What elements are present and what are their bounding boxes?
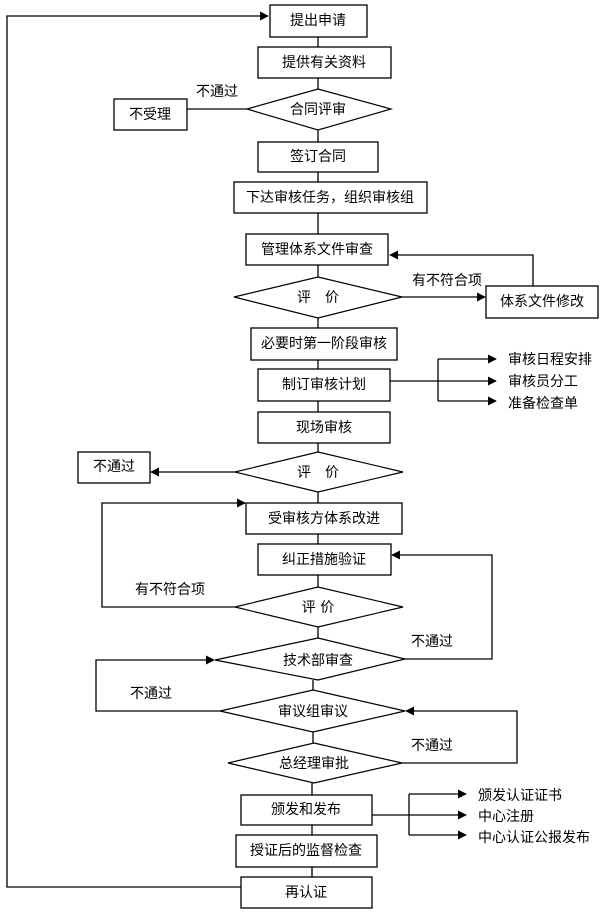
node-label: 颁发和发布 bbox=[271, 802, 341, 818]
node-audit-plan: 制订审核计划 bbox=[257, 368, 391, 402]
decision-contract-review: 合同评审 bbox=[244, 88, 394, 131]
committee-fail-loop-arrow bbox=[95, 655, 220, 712]
node-recertification: 再认证 bbox=[240, 876, 373, 909]
node-label: 下达审核任务，组织审核组 bbox=[246, 190, 414, 206]
plan-output-label: 审核日程安排 bbox=[508, 352, 592, 368]
publish-output-label: 颁发认证证书 bbox=[478, 788, 562, 804]
node-sign-contract: 签订合同 bbox=[257, 141, 379, 173]
node-submit-application: 提出申请 bbox=[269, 4, 368, 38]
decision-label: 评 价 bbox=[302, 600, 334, 616]
decision-label: 技术部审查 bbox=[283, 653, 353, 669]
decision-label: 审议组审议 bbox=[278, 704, 348, 720]
node-label: 受审核方体系改进 bbox=[268, 511, 380, 527]
recertification-loop-arrow bbox=[6, 11, 269, 888]
edge-label-tech-fail: 不通过 bbox=[411, 634, 453, 650]
node-label: 提供有关资料 bbox=[282, 55, 366, 71]
decision-tech-review: 技术部审查 bbox=[214, 637, 406, 681]
gm-fail-loop-arrow bbox=[402, 706, 518, 764]
node-label: 不受理 bbox=[129, 107, 171, 123]
decision-label: 总经理审批 bbox=[279, 756, 349, 772]
node-label: 签订合同 bbox=[290, 148, 346, 165]
decision-committee-review: 审议组审议 bbox=[219, 689, 406, 733]
node-label: 授证后的监督检查 bbox=[250, 843, 362, 859]
decision-label: 评 价 bbox=[297, 465, 339, 481]
decision-gm-approval: 总经理审批 bbox=[227, 742, 403, 784]
node-label: 再认证 bbox=[285, 885, 327, 901]
node-label: 现场审核 bbox=[296, 420, 352, 436]
publish-output-label: 中心注册 bbox=[478, 809, 534, 825]
node-auditee-improvement: 受审核方体系改进 bbox=[245, 502, 403, 535]
edge-label-doc-nonconformity: 有不符合项 bbox=[412, 273, 482, 289]
node-document-review: 管理体系文件审查 bbox=[245, 233, 389, 266]
node-label: 制订审核计划 bbox=[282, 377, 366, 393]
node-label: 管理体系文件审查 bbox=[261, 242, 373, 258]
plan-output-label: 准备检查单 bbox=[508, 395, 578, 412]
decision-evaluation-3: 评 价 bbox=[234, 586, 404, 628]
node-failed: 不通过 bbox=[77, 451, 151, 484]
edge-label-contract-fail: 不通过 bbox=[196, 84, 238, 100]
decision-evaluation-1: 评 价 bbox=[233, 276, 403, 319]
revision-return-arrow bbox=[389, 250, 534, 286]
edge-label-gm-fail: 不通过 bbox=[411, 738, 453, 754]
decision-label: 合同评审 bbox=[290, 102, 346, 118]
node-label: 纠正措施验证 bbox=[282, 552, 366, 568]
nonconformity-loop-arrow bbox=[101, 498, 246, 608]
node-stage1-audit: 必要时第一阶段审核 bbox=[250, 327, 398, 361]
node-assign-audit-task: 下达审核任务，组织审核组 bbox=[233, 181, 428, 214]
node-surveillance: 授证后的监督检查 bbox=[235, 834, 378, 868]
node-corrective-verification: 纠正措施验证 bbox=[257, 543, 392, 576]
node-provide-materials: 提供有关资料 bbox=[257, 46, 392, 79]
node-label: 提出申请 bbox=[290, 13, 346, 29]
edge-label-committee-fail: 不通过 bbox=[130, 686, 172, 702]
node-label: 不通过 bbox=[93, 459, 135, 475]
node-document-revision: 体系文件修改 bbox=[485, 285, 599, 319]
node-label: 必要时第一阶段审核 bbox=[261, 335, 387, 352]
publish-output-label: 中心认证公报发布 bbox=[478, 830, 590, 846]
edge-label-eval3-nonconformity: 有不符合项 bbox=[135, 582, 205, 598]
decision-label: 评 价 bbox=[297, 290, 339, 306]
node-label: 体系文件修改 bbox=[500, 294, 584, 310]
plan-output-label: 审核员分工 bbox=[508, 374, 578, 390]
tech-fail-loop-arrow bbox=[391, 550, 493, 660]
node-issue-publish: 颁发和发布 bbox=[240, 794, 373, 826]
node-not-accepted: 不受理 bbox=[113, 98, 188, 131]
node-onsite-audit: 现场审核 bbox=[257, 411, 391, 444]
decision-evaluation-2: 评 价 bbox=[234, 451, 404, 493]
